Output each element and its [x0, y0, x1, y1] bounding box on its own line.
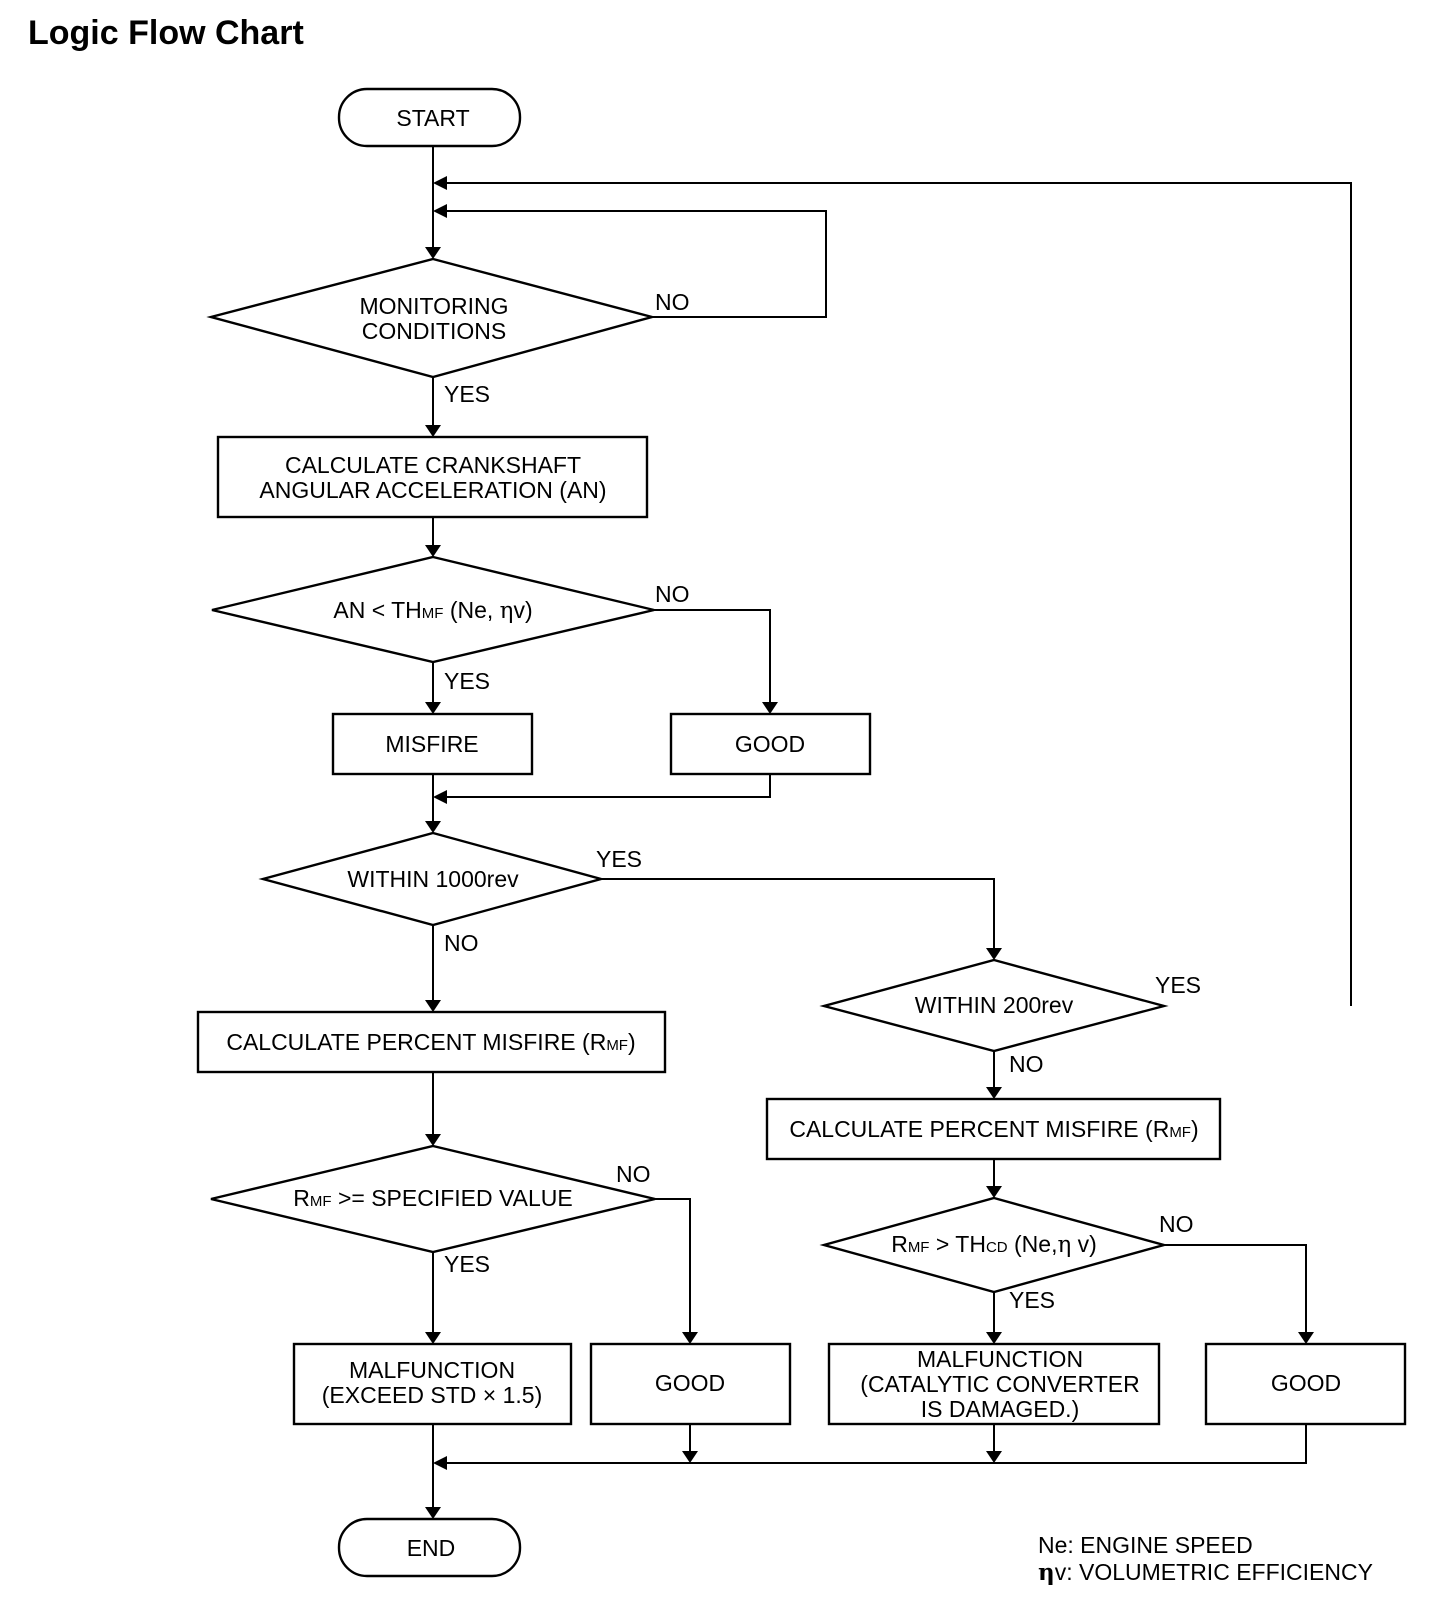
rmf-thcd-label: RMF > THCD (Ne,η v): [891, 1231, 1097, 1258]
arrowheads: [425, 176, 1314, 1519]
misfire-label: MISFIRE: [385, 731, 478, 757]
good-label-3: GOOD: [1271, 1370, 1341, 1396]
edge-label-yes-monitoring: YES: [444, 381, 490, 407]
good-label-1: GOOD: [735, 731, 805, 757]
edge-label-yes-1000rev: YES: [596, 846, 642, 872]
malf-std-label-line1: MALFUNCTION: [349, 1357, 515, 1383]
calc-percent-misfire-box-left: [196, 1010, 667, 1074]
calc-an-label-line2: ANGULAR ACCELERATION (AN): [259, 477, 606, 503]
legend-engine-speed: Ne: ENGINE SPEED: [1038, 1532, 1253, 1558]
malfunction-exceed-std-box: [292, 1342, 573, 1426]
end-label: END: [407, 1535, 456, 1561]
edge-label-yes-spec: YES: [444, 1251, 490, 1277]
misfire-box: [331, 712, 534, 776]
edge-label-no-an: NO: [655, 581, 690, 607]
start-terminal: [337, 87, 522, 148]
calc-angular-acceleration-box: [216, 435, 649, 519]
good-label-2: GOOD: [655, 1370, 725, 1396]
edge-label-yes-an: YES: [444, 668, 490, 694]
malf-std-label-line2: (EXCEED STD × 1.5): [322, 1382, 542, 1408]
legend: Ne: ENGINE SPEED ηv: VOLUMETRIC EFFICIEN…: [1038, 1532, 1373, 1586]
edge-label-yes-200rev: YES: [1155, 972, 1201, 998]
an-check-label: AN < THMF (Ne, ηv): [333, 597, 532, 624]
edge-label-no-spec: NO: [616, 1161, 651, 1187]
calc-rmf-label-right: CALCULATE PERCENT MISFIRE (RMF): [789, 1116, 1198, 1142]
within-1000rev-label: WITHIN 1000rev: [347, 866, 519, 892]
monitoring-label-line2: CONDITIONS: [362, 318, 506, 344]
good-box-2: [589, 1342, 792, 1426]
malf-cat-label-line2: (CATALYTIC CONVERTER: [860, 1371, 1139, 1397]
start-label: START: [396, 105, 469, 131]
legend-eta-text: v: VOLUMETRIC EFFICIENCY: [1054, 1559, 1373, 1585]
end-terminal: [337, 1517, 522, 1578]
edge-label-no-thcd: NO: [1159, 1211, 1194, 1237]
calc-rmf-label-left: CALCULATE PERCENT MISFIRE (RMF): [226, 1029, 635, 1055]
good-box-3: [1204, 1342, 1407, 1426]
within-200rev-label: WITHIN 200rev: [915, 992, 1074, 1018]
malf-cat-label-line3: IS DAMAGED.): [921, 1396, 1079, 1422]
malf-cat-label-line1: MALFUNCTION: [917, 1346, 1083, 1372]
connector-lines: [432, 146, 1352, 1507]
edge-label-no-1000rev: NO: [444, 930, 479, 956]
legend-volumetric-efficiency: ηv: VOLUMETRIC EFFICIENCY: [1038, 1559, 1373, 1586]
calc-an-label-line1: CALCULATE CRANKSHAFT: [285, 452, 581, 478]
malfunction-catalytic-box: [827, 1342, 1161, 1426]
edge-label-no-monitoring: NO: [655, 289, 690, 315]
monitoring-label-line1: MONITORING: [359, 293, 508, 319]
edge-label-no-200rev: NO: [1009, 1051, 1044, 1077]
rmf-spec-label: RMF >= SPECIFIED VALUE: [293, 1185, 572, 1211]
edge-label-yes-thcd: YES: [1009, 1287, 1055, 1313]
eta-symbol: η: [1038, 1559, 1055, 1586]
page-title: Logic Flow Chart: [28, 14, 304, 52]
